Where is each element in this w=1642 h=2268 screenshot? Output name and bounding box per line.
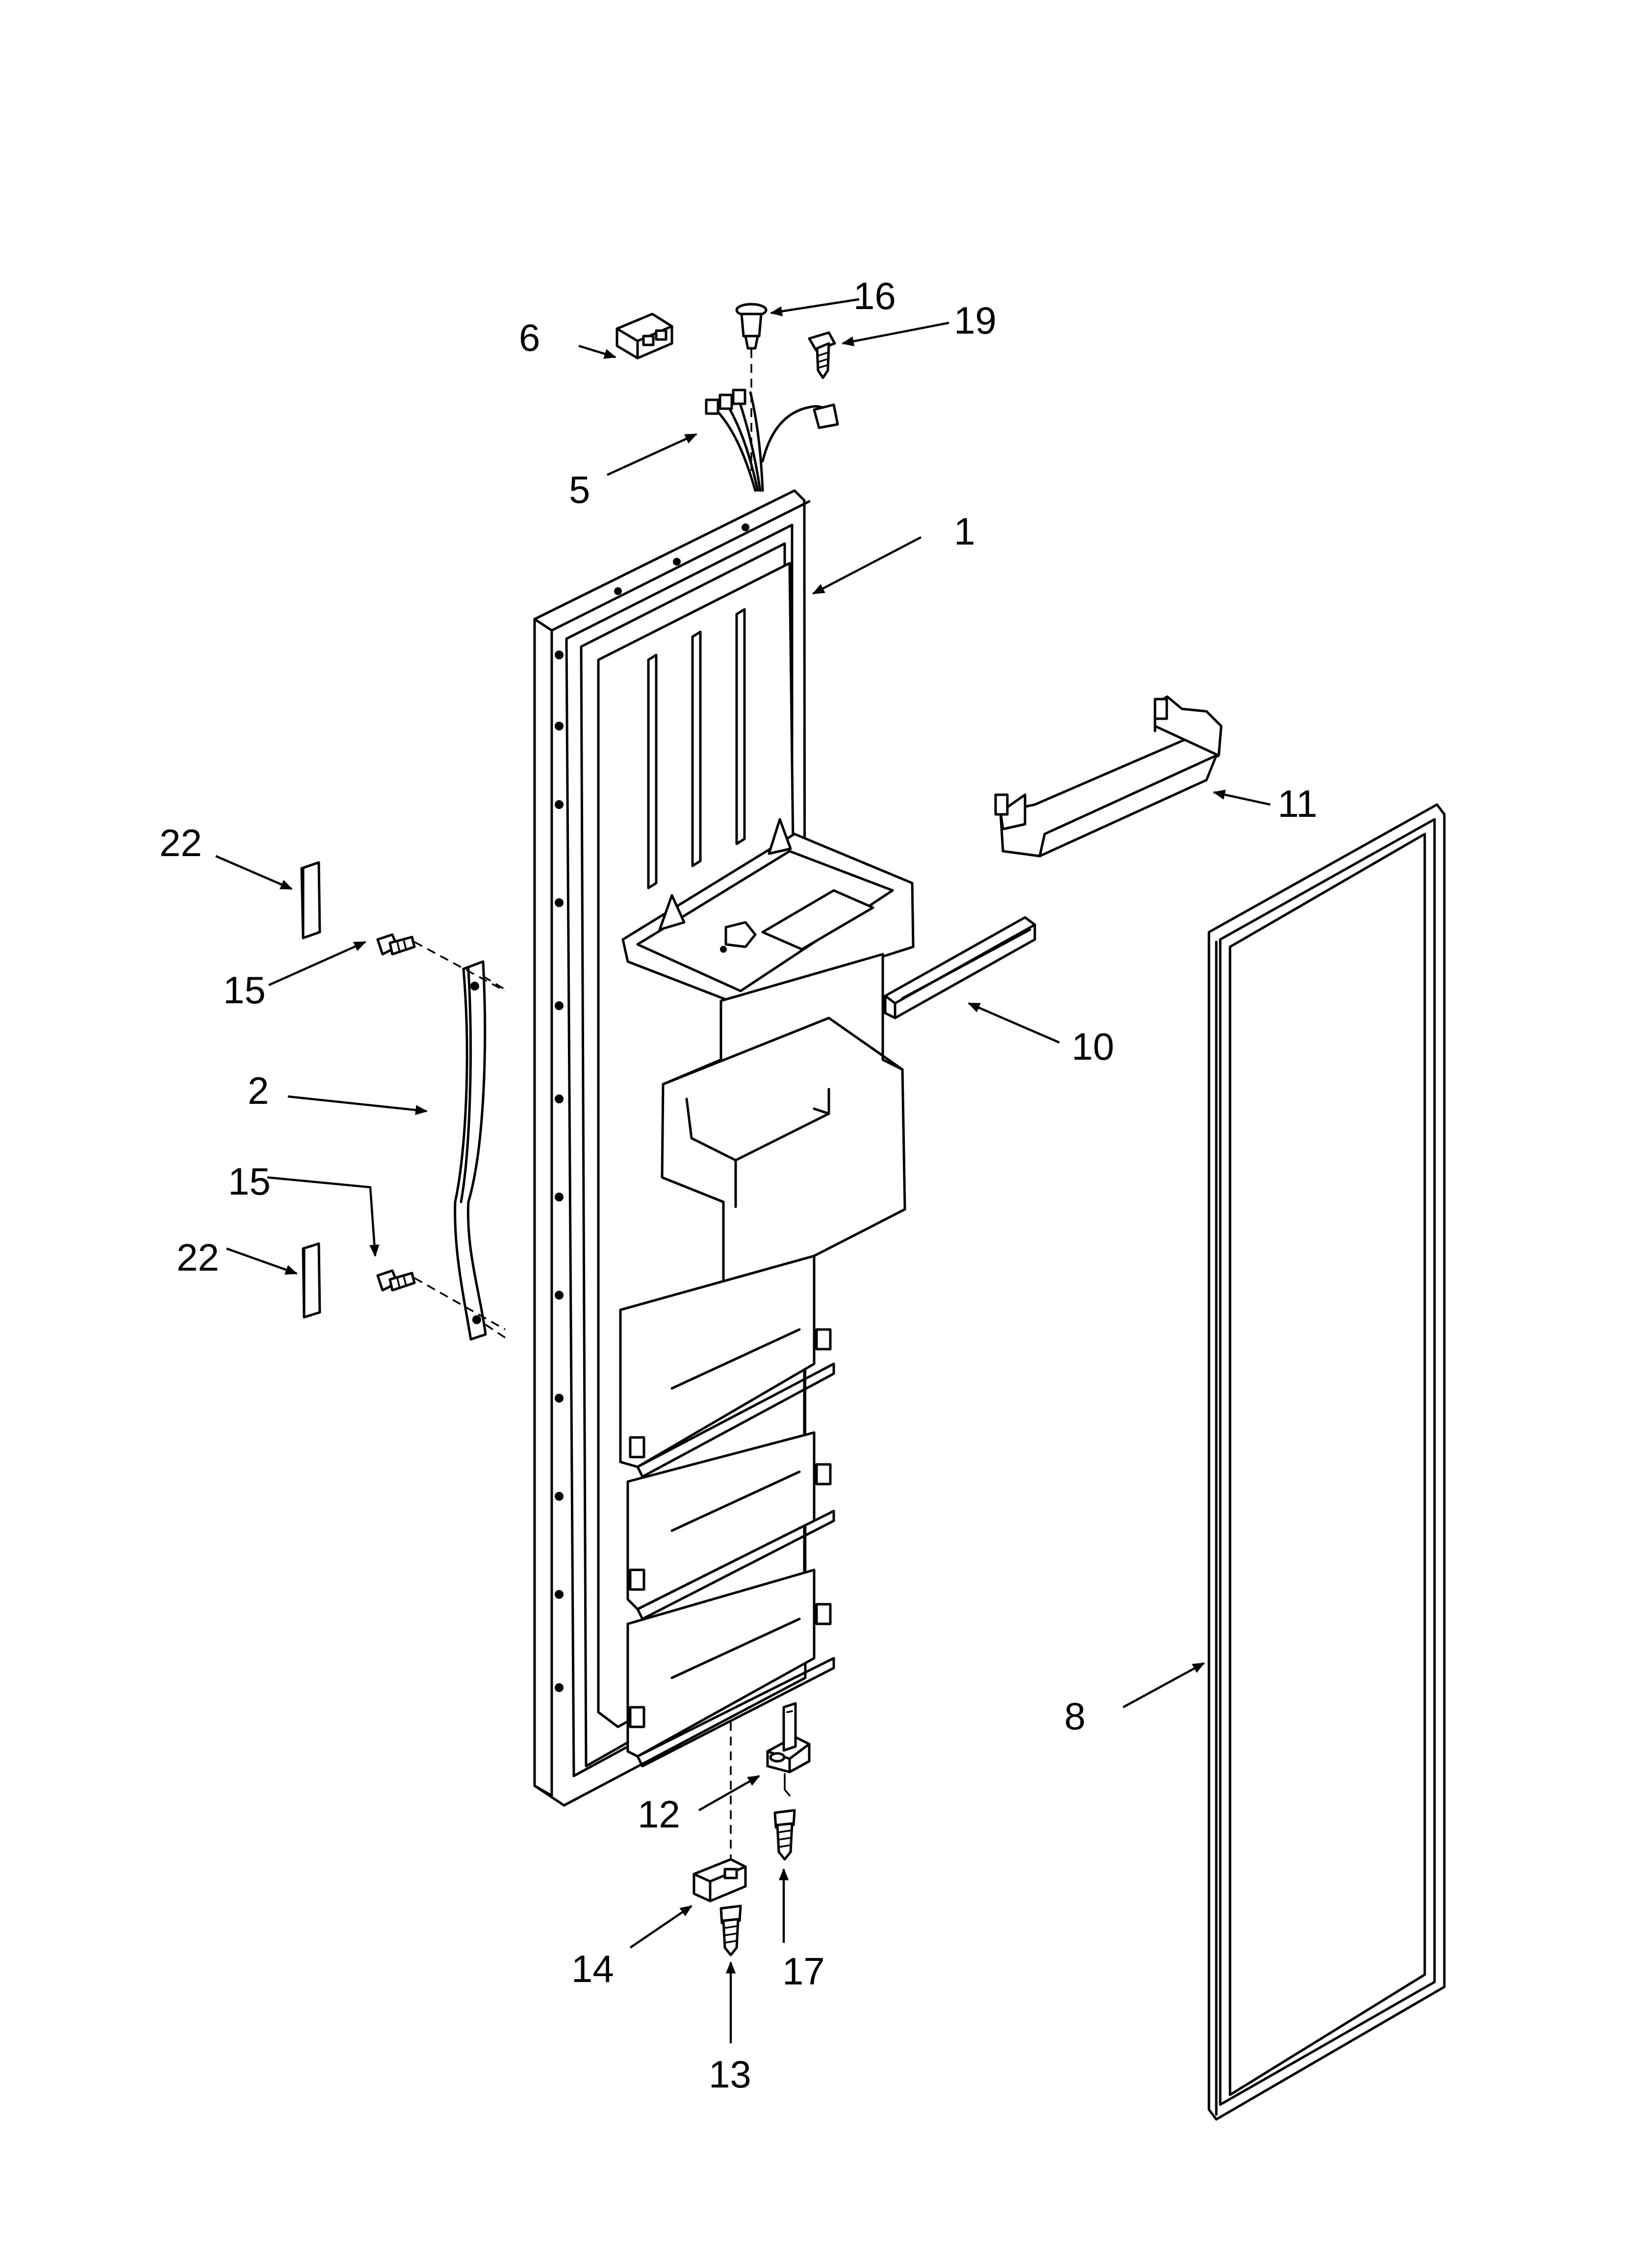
handle-screw-upper [376, 933, 506, 992]
handle-screw-lower [376, 1269, 506, 1330]
leader-arrows [215, 298, 1271, 2043]
leader-2 [287, 1095, 428, 1115]
door-handle-part [454, 960, 508, 1341]
leader-12 [698, 1775, 760, 1811]
leader-6 [578, 344, 616, 359]
callout-12: 12 [638, 1793, 680, 1836]
hinge-bracket-part [730, 1702, 811, 1874]
trim-cap-upper [300, 861, 321, 939]
door-edge-holes [555, 523, 749, 1692]
leader-15-lower [267, 1176, 380, 1257]
callout-11: 11 [1278, 782, 1317, 825]
callout-10: 10 [1072, 1025, 1114, 1068]
door-bins [619, 1254, 835, 1768]
callout-13: 13 [709, 2053, 751, 2096]
leader-16 [770, 298, 860, 316]
leader-15-upper [268, 940, 366, 987]
rail-part [884, 916, 1036, 1019]
wire-harness-part [705, 389, 839, 492]
door-gasket-part [1207, 803, 1446, 2121]
callout-19: 19 [954, 299, 997, 342]
leader-22-lower [226, 1247, 298, 1275]
leader-1 [812, 536, 922, 595]
leader-5 [607, 433, 697, 476]
callout-14: 14 [571, 1947, 614, 1990]
leader-10 [968, 1002, 1060, 1044]
screw-17-part [773, 1809, 796, 1861]
door-assembly [533, 489, 915, 1807]
shelf-bracket-part [994, 695, 1223, 858]
screw-13-part [719, 1904, 742, 1956]
leader-11 [1212, 789, 1271, 806]
callout-5: 5 [569, 468, 590, 511]
callout-16: 16 [853, 274, 896, 317]
leader-8 [1122, 1662, 1205, 1708]
callout-17: 17 [782, 1950, 825, 1993]
callout-1: 1 [954, 510, 975, 553]
hinge-block-part [693, 1858, 747, 1903]
callout-8: 8 [1064, 1694, 1085, 1738]
callout-6: 6 [519, 316, 540, 359]
callout-22-lower: 22 [177, 1236, 219, 1279]
screw-19-part [808, 331, 836, 379]
leader-19 [841, 321, 949, 346]
callout-2: 2 [248, 1069, 269, 1112]
wire-connector-part [616, 313, 673, 360]
callout-22-upper: 22 [159, 821, 202, 864]
leader-14 [629, 1905, 693, 1949]
leader-22-upper [215, 855, 293, 890]
callout-labels: 1 2 5 6 8 10 11 12 13 14 15 15 16 17 19 … [159, 274, 1317, 2096]
callout-15-upper: 15 [223, 968, 266, 1012]
trim-cap-lower [302, 1242, 321, 1319]
plug-button-part [735, 303, 768, 471]
callout-15-lower: 15 [228, 1160, 271, 1203]
